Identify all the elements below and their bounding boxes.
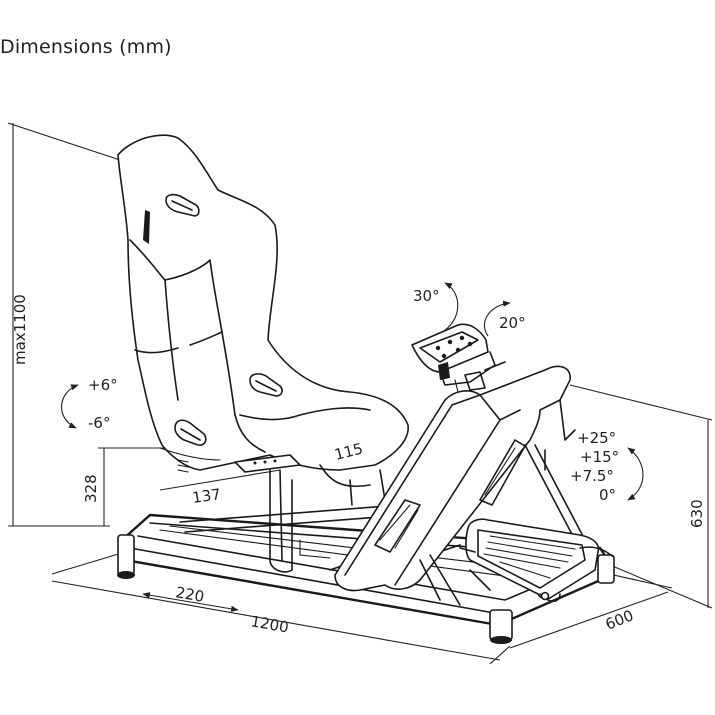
- label-600: 600: [603, 606, 636, 633]
- label-pedal-angle-25: +25°: [577, 429, 616, 447]
- slide-dimension-arrow: [142, 592, 239, 612]
- seat-slider-handle: [234, 454, 301, 473]
- wheel-turn-arrow: [483, 300, 511, 337]
- label-pedal-angle-15: +15°: [580, 448, 619, 466]
- rotation-arrows: [61, 282, 644, 501]
- steering-frame: [334, 365, 586, 606]
- wheel-tilt-arrow: [444, 282, 459, 331]
- label-wheel-turn: 20°: [499, 314, 526, 332]
- label-1200: 1200: [249, 612, 290, 636]
- label-seat-height: 328: [82, 474, 100, 503]
- label-630: 630: [688, 499, 706, 528]
- seat-tilt-arrow: [61, 384, 79, 429]
- length-dimension-line: [51, 580, 501, 661]
- angle-labels: +6° -6° 30° 20° +25° +15° +7.5° 0°: [88, 287, 619, 504]
- label-seat-tilt-down: -6°: [88, 414, 110, 432]
- width-dimension-line: [509, 591, 669, 649]
- pedal-angle-arrow: [627, 447, 644, 501]
- foot-rear-right: [597, 554, 615, 584]
- racing-seat: [117, 134, 409, 573]
- diagram-title: Dimensions (mm): [0, 36, 172, 58]
- foot-front-right: [489, 609, 513, 641]
- label-wheel-tilt: 30°: [413, 287, 440, 305]
- frame-cutout-lower: [374, 499, 421, 553]
- foot-front-left: [117, 534, 135, 576]
- label-max-height: max1100: [11, 294, 29, 365]
- label-pedal-angle-0: 0°: [599, 486, 616, 504]
- label-220: 220: [174, 583, 205, 606]
- label-137: 137: [191, 485, 222, 507]
- wheel-mount-plate: [411, 323, 506, 393]
- pedal-plate: [459, 518, 613, 602]
- label-pedal-angle-7-5: +7.5°: [570, 467, 614, 485]
- label-seat-tilt-up: +6°: [88, 376, 118, 394]
